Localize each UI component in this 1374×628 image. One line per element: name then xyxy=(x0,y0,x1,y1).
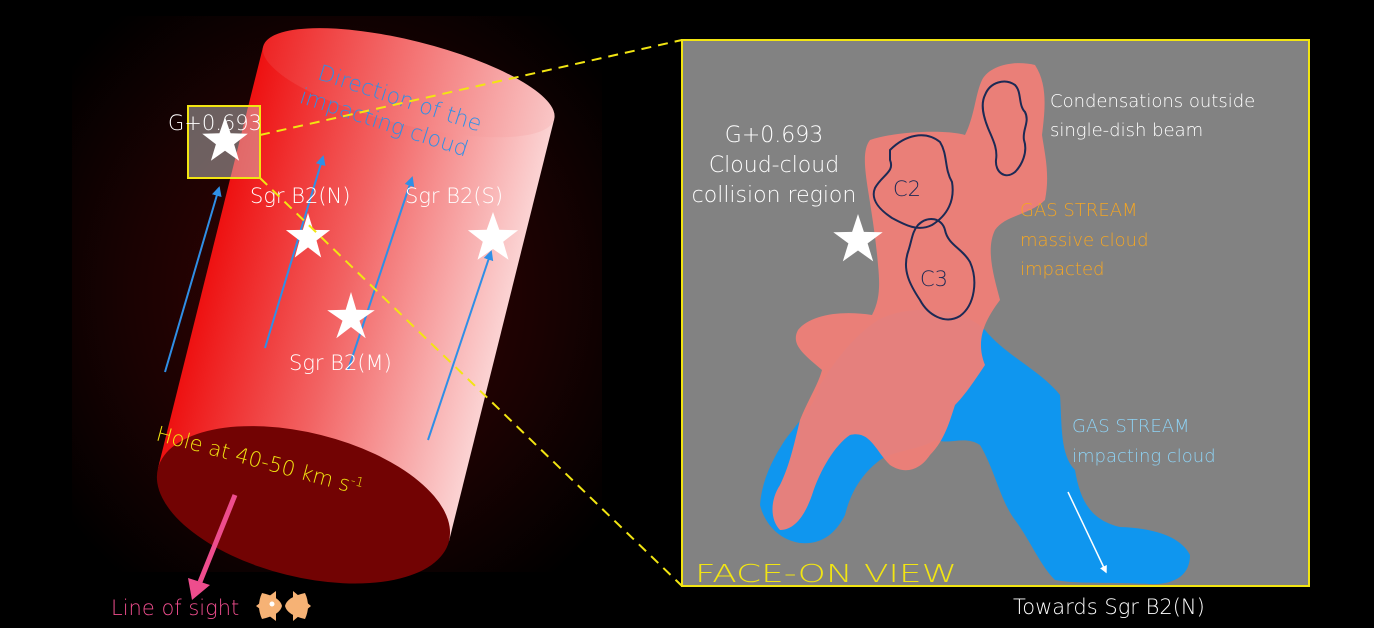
condensations-label-line2: single-dish beam xyxy=(1050,120,1203,141)
towards-sgr-b2n-label: Towards Sgr B2(N) xyxy=(1013,595,1205,619)
face-on-view-label: FACE-ON VIEW xyxy=(695,559,957,588)
massive-stream-label-line1: GAS STREAM xyxy=(1020,200,1138,221)
impacting-stream-label-line1: GAS STREAM xyxy=(1072,416,1190,437)
line-of-sight-label: Line of sight xyxy=(111,596,239,620)
g0693-label-right-line2: Cloud-cloud xyxy=(709,153,839,178)
c3-label: C3 xyxy=(920,267,948,291)
g0693-label-right-line3: collision region xyxy=(692,183,857,208)
condensations-label-line1: Condensations outside xyxy=(1050,91,1255,112)
g0693-label-left: G+0.693 xyxy=(168,111,262,135)
massive-stream-label-line2: massive cloud xyxy=(1020,230,1149,251)
sgr-b2s-label: Sgr B2(S) xyxy=(405,184,503,208)
sgr-b2m-label: Sgr B2(M) xyxy=(289,351,392,375)
c2-label: C2 xyxy=(893,177,921,201)
impacting-stream-label-line2: impacting cloud xyxy=(1072,446,1216,467)
g0693-label-right-line1: G+0.693 xyxy=(725,123,823,148)
massive-stream-label-line3: impacted xyxy=(1020,259,1104,280)
sgr-b2n-label: Sgr B2(N) xyxy=(250,184,350,208)
eye-icon xyxy=(256,591,311,621)
